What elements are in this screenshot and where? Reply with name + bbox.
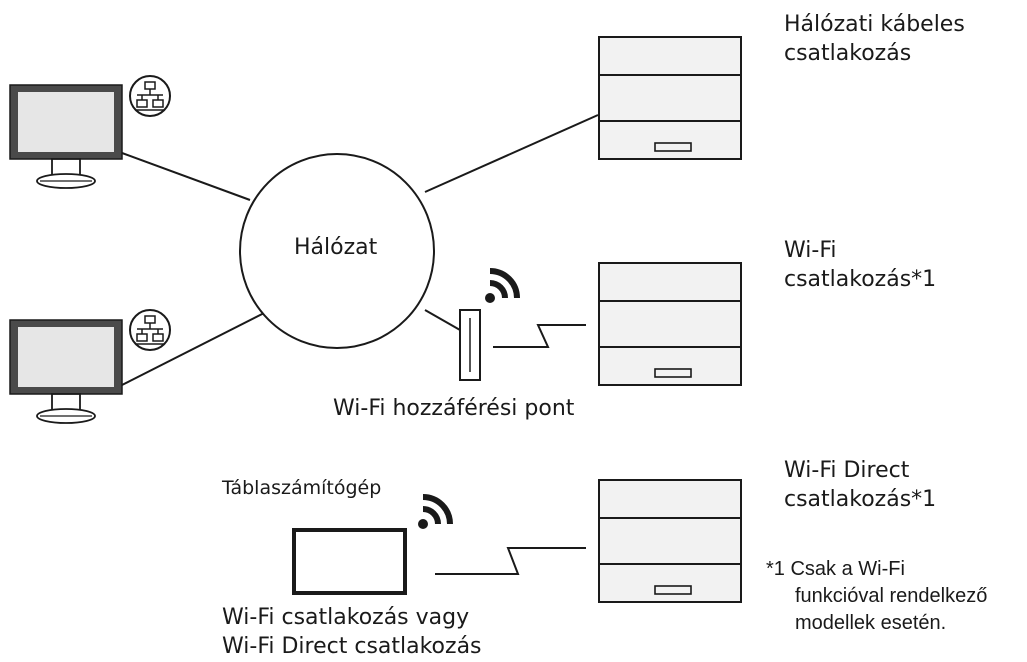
wifi-signal-icon xyxy=(418,497,450,529)
lan-network-icon xyxy=(129,309,171,351)
tablet-caption: Wi-Fi csatlakozás vagy Wi-Fi Direct csat… xyxy=(222,603,482,661)
lan-network-icon xyxy=(129,75,171,117)
network-circle xyxy=(239,153,435,349)
caption-line: Wi-Fi Direct xyxy=(784,458,910,483)
wifi-link-zigzag xyxy=(493,324,586,348)
footnote-line: Csak a Wi-Fi xyxy=(790,558,905,580)
caption-line: csatlakozás*1 xyxy=(784,487,937,512)
printer-cable-caption: Hálózati kábeles csatlakozás xyxy=(784,10,965,68)
footnote-marker: *1 xyxy=(766,558,785,580)
access-point-link xyxy=(424,309,461,331)
access-point-device xyxy=(459,309,481,381)
caption-line: Wi-Fi csatlakozás vagy xyxy=(222,605,470,630)
printer-wifi xyxy=(598,262,742,386)
caption-line: Hálózati kábeles xyxy=(784,12,965,37)
network-label: Hálózat xyxy=(294,235,378,260)
printer-cable-link xyxy=(424,114,599,193)
caption-line: csatlakozás xyxy=(784,41,912,66)
footnote-continued: funkcióval rendelkező modellek esetén. xyxy=(795,583,987,637)
access-point-label: Wi-Fi hozzáférési pont xyxy=(333,396,575,421)
pc-top-link xyxy=(121,152,251,201)
footnote-line: funkcióval rendelkező xyxy=(795,585,988,607)
printer-wifi-direct xyxy=(598,479,742,603)
wifi-signal-icon xyxy=(485,271,517,303)
printer-wifi-caption: Wi-Fi csatlakozás*1 xyxy=(784,236,936,294)
footnote: *1 Csak a Wi-Fi xyxy=(766,556,905,583)
caption-line: csatlakozás*1 xyxy=(784,267,937,292)
caption-line: Wi-Fi Direct csatlakozás xyxy=(222,634,482,659)
printer-cable xyxy=(598,36,742,160)
wifi-direct-link-zigzag xyxy=(435,547,586,575)
pc-bottom-link xyxy=(121,309,271,386)
tablet-label: Táblaszámítógép xyxy=(222,477,382,499)
desktop-pc-bottom xyxy=(9,319,123,424)
connection-lines xyxy=(121,114,599,575)
printer-wifi-direct-caption: Wi-Fi Direct csatlakozás*1 xyxy=(784,456,936,514)
desktop-pc-top xyxy=(9,84,123,189)
tablet-device xyxy=(292,528,407,595)
caption-line: Wi-Fi xyxy=(784,238,837,263)
footnote-line: modellek esetén. xyxy=(795,612,947,634)
